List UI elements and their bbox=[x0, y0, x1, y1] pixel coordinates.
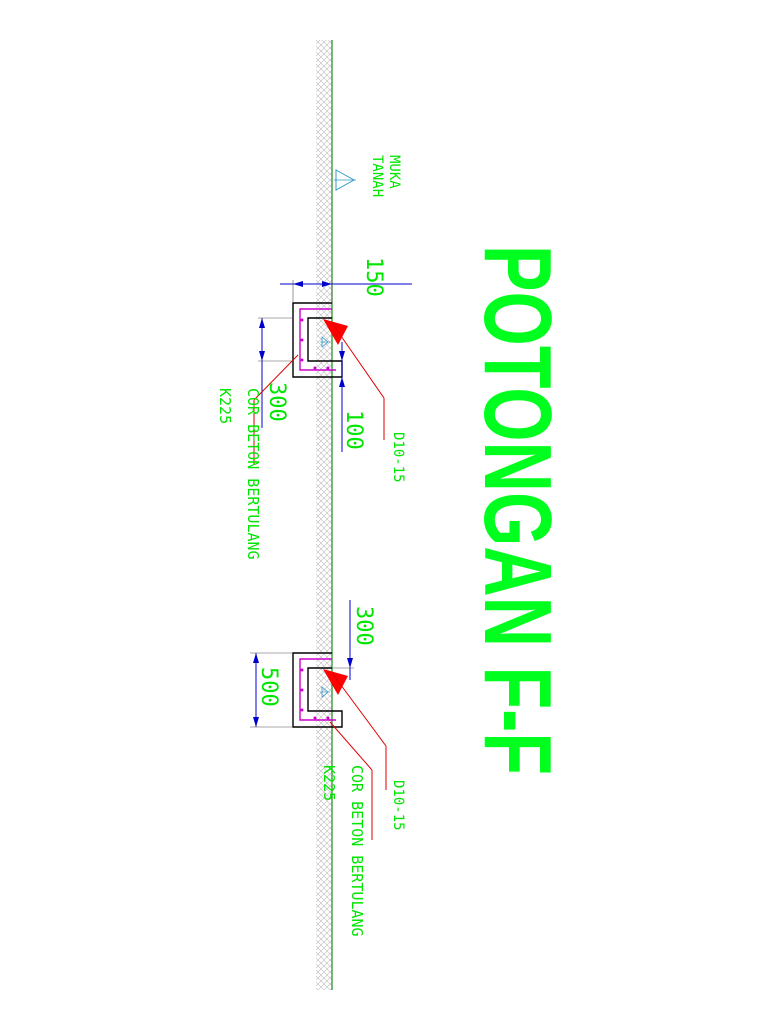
rebar-leader-a bbox=[323, 319, 385, 440]
svg-text:150: 150 bbox=[361, 257, 386, 297]
ground-label: MUKA TANAH bbox=[369, 155, 402, 197]
svg-text:300: 300 bbox=[351, 606, 376, 646]
rebar-label-b: D10-15 bbox=[390, 780, 406, 831]
dimension-a-depth-label: 100 bbox=[341, 410, 366, 450]
concrete-label-b: COR BETON BERTULANG K225 bbox=[320, 765, 366, 937]
ground-level-marker bbox=[334, 169, 356, 191]
svg-text:D10-15: D10-15 bbox=[390, 432, 406, 483]
drawing-title: POTONGAN F-F bbox=[464, 245, 571, 775]
dimension-a-top bbox=[280, 280, 412, 303]
rebar-leader-b bbox=[323, 669, 387, 790]
dimension-a-width-label: 300 bbox=[264, 382, 289, 422]
channel-section-a bbox=[292, 302, 343, 378]
svg-text:K225: K225 bbox=[320, 765, 338, 801]
concrete-leader-b bbox=[329, 721, 373, 840]
dimension-a-width bbox=[258, 317, 293, 428]
svg-text:100: 100 bbox=[341, 410, 366, 450]
svg-text:K225: K225 bbox=[216, 388, 234, 424]
svg-text:POTONGAN F-F: POTONGAN F-F bbox=[464, 245, 571, 775]
rebar-label-a: D10-15 bbox=[390, 432, 406, 483]
dimension-a-depth bbox=[339, 342, 345, 452]
dimension-b-width bbox=[250, 652, 293, 728]
svg-text:500: 500 bbox=[256, 667, 281, 707]
dimension-b-top-label: 300 bbox=[351, 606, 376, 646]
svg-text:COR BETON BERTULANG: COR BETON BERTULANG bbox=[348, 765, 366, 937]
svg-text:D10-15: D10-15 bbox=[390, 780, 406, 831]
svg-text:300: 300 bbox=[264, 382, 289, 422]
concrete-label-a: COR BETON BERTULANG K225 bbox=[216, 388, 262, 560]
ground-strip bbox=[316, 40, 333, 990]
svg-text:COR BETON BERTULANG: COR BETON BERTULANG bbox=[244, 388, 262, 560]
dimension-b-top bbox=[332, 600, 354, 680]
dimension-b-width-label: 500 bbox=[256, 667, 281, 707]
svg-text:TANAH: TANAH bbox=[369, 155, 385, 197]
concrete-leader-a bbox=[253, 354, 299, 465]
svg-text:MUKA: MUKA bbox=[386, 155, 402, 189]
channel-section-b bbox=[292, 652, 343, 728]
dimension-a-top-label: 150 bbox=[361, 257, 386, 297]
